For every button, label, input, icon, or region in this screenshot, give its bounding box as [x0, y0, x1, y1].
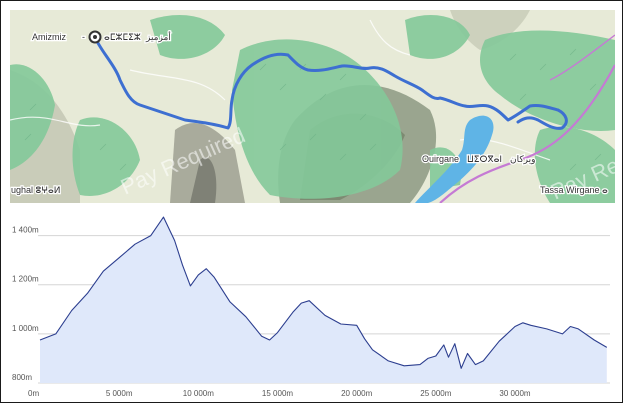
y-tick-label: 800m	[12, 373, 32, 382]
x-tick-label: 25 000m	[420, 389, 451, 398]
forest-areas	[10, 15, 615, 203]
svg-text:Ouirgane: Ouirgane	[422, 154, 459, 164]
svg-text:ويركان: ويركان	[510, 154, 535, 165]
svg-text:أمزميز: أمزميز	[145, 30, 171, 43]
svg-text:ⴰⵎⵣⵎⵉⵣ: ⴰⵎⵣⵎⵉⵣ	[104, 32, 141, 42]
lake	[415, 115, 494, 203]
place-label-ughal: ughal ⵓⵖⴰⵍ	[11, 185, 61, 195]
place-label-ouirgane: Ouirgane ⵡⵉⵔⴳⴰⵏ ويركان	[421, 153, 537, 167]
x-tick-label: 5 000m	[106, 389, 133, 398]
secondary-road	[549, 34, 615, 81]
x-tick-label: 20 000m	[341, 389, 372, 398]
y-tick-label: 1 200m	[12, 275, 39, 284]
x-tick-label: 15 000m	[262, 389, 293, 398]
x-tick-label: 10 000m	[183, 389, 214, 398]
svg-text:-: -	[82, 32, 85, 42]
x-tick-label: 0m	[28, 389, 39, 398]
place-label-tassa-wirgane: Tassa Wirgane ⴰ	[540, 185, 608, 195]
svg-text:ⵡⵉⵔⴳⴰⵏ: ⵡⵉⵔⴳⴰⵏ	[467, 154, 502, 164]
start-marker-icon[interactable]	[88, 30, 102, 44]
main-road	[439, 64, 615, 203]
svg-text:Amizmiz: Amizmiz	[32, 32, 66, 42]
map-view[interactable]: Pay Required Pay Required Amizmiz - ⴰⵎⵣⵎ…	[10, 10, 615, 203]
elevation-line	[39, 216, 608, 369]
x-tick-label: 30 000m	[499, 389, 530, 398]
route-track	[93, 35, 568, 130]
place-label-amizmiz: Amizmiz - ⴰⵎⵣⵎⵉⵣ أمزميز	[31, 29, 172, 45]
y-tick-label: 1 000m	[12, 324, 39, 333]
x-axis-ticks: 0m 5 000m 10 000m 15 000m 20 000m 25 000m 30 0…	[28, 389, 531, 398]
elevation-profile-chart[interactable]: 800m 1 000m 1 200m 1 400m 0m 5 000m 10 000m 15…	[10, 203, 615, 399]
elevation-area	[40, 217, 607, 383]
y-tick-label: 1 400m	[12, 226, 39, 235]
y-axis-ticks: 800m 1 000m 1 200m 1 400m	[12, 226, 39, 382]
